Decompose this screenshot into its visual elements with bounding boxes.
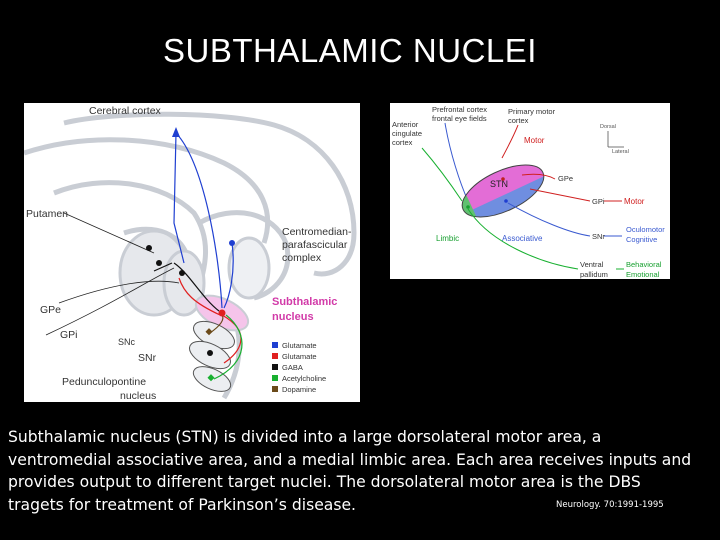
label-cognitive: Cognitive [626,235,657,244]
label-motor-right: Motor [624,197,645,206]
stn-snr-arrow [507,202,591,237]
label-oculomotor: Oculomotor [626,225,665,234]
legend-swatch-gaba [272,364,278,370]
label-anterior-1: Anterior [392,120,419,129]
label-limbic: Limbic [436,234,459,243]
cm-pf-shape [227,236,271,300]
snr-neuron [207,350,213,356]
label-stn-1: Subthalamic [272,296,337,308]
label-motor-top: Motor [524,136,545,145]
motor-cortex-input-arrow [501,124,519,159]
label-gpe-right: GPe [558,174,573,183]
stn-motor-dot [501,177,505,181]
cm-neuron [229,240,235,246]
ppn-neuron [207,374,215,382]
legend-swatch-glutamate-blue [272,342,278,348]
label-ppn-2: nucleus [120,390,156,402]
gpi-pointer [45,267,175,336]
label-snr: SNr [138,352,157,364]
gpe-pointer [58,280,180,304]
label-snc: SNc [118,337,136,347]
stn-gpe-path [178,277,221,316]
label-emotional: Emotional [626,270,660,279]
label-primary-1: Primary motor [508,107,556,116]
cortex-neuron [172,127,180,137]
label-cm-2: parafascicular [282,239,348,251]
cortex-outline [63,111,357,277]
stn-subdivision-diagram: Prefrontal cortex frontal eye fields Pri… [390,103,670,279]
label-gpe: GPe [40,304,61,316]
label-anterior-2: cingulate [392,129,422,138]
legend-label-2: GABA [282,363,303,372]
gpe-neuron [179,270,185,276]
label-cm-3: complex [282,252,322,264]
stn-gpi-arrow [529,188,591,202]
legend-label-0: Glutamate [282,341,317,350]
basal-ganglia-svg: Cerebral cortex Putamen Centromedian- pa… [24,105,357,402]
neurotransmitter-legend: Glutamate Glutamate GABA Acetylcholine D… [272,341,326,394]
label-gpi: GPi [60,329,78,341]
stn-ventral-pallidum-arrow [467,208,579,270]
stn-outline [461,164,545,218]
legend-label-1: Glutamate [282,352,317,361]
snc-neuron [205,328,213,336]
prefrontal-input-arrow [444,122,469,202]
description-text: Subthalamic nucleus (STN) is divided int… [8,428,692,514]
cortex-fold [24,137,271,244]
label-associative: Associative [502,234,543,243]
label-putamen: Putamen [26,208,68,220]
label-ventral-1: Ventral [580,260,604,269]
cortico-stn-path [175,132,223,309]
label-stn: STN [490,179,508,189]
stn-neuron [218,309,226,317]
citation: Neurology. 70:1991-1995 [556,500,664,510]
label-cerebral-cortex: Cerebral cortex [89,105,162,117]
label-ppn-1: Pedunculopontine [62,376,146,388]
label-snr-right: SNr [592,232,605,241]
stn-snr-path [221,314,242,364]
label-prefrontal-2: frontal eye fields [432,114,487,123]
stn-subdivision-svg: Prefrontal cortex frontal eye fields Pri… [392,105,665,279]
legend-label-3: Acetylcholine [282,374,326,383]
orientation-compass: Dorsal Lateral [600,124,629,155]
label-behavioral: Behavioral [626,260,662,269]
stn-gpe-arrow [521,173,556,180]
cortico-putamen-path [173,132,185,264]
basal-ganglia-diagram: Cerebral cortex Putamen Centromedian- pa… [24,103,360,402]
putamen-pointer [63,212,155,254]
putamen-neuron [146,245,152,251]
label-dorsal: Dorsal [600,124,616,130]
legend-swatch-dopamine [272,386,278,392]
putamen-neuron-2 [156,260,162,266]
cm-stn-path [223,242,234,309]
slide-title: SUBTHALAMIC NUCLEI [163,32,537,69]
putamen-gpe-path [153,262,173,272]
ppn-stn-path [213,314,243,380]
legend-label-4: Dopamine [282,385,316,394]
label-stn-2: nucleus [272,311,314,323]
gpe-stn-path [173,262,220,312]
stn-associative-dot [504,199,508,203]
legend-swatch-glutamate-red [272,353,278,359]
label-ventral-2: pallidum [580,270,608,279]
cingulate-input-arrow [421,147,463,202]
label-prefrontal-1: Prefrontal cortex [432,105,487,114]
label-primary-2: cortex [508,116,529,125]
stn-motor-region [454,154,552,228]
label-lateral: Lateral [612,149,629,155]
label-gpi-right: GPi [592,197,605,206]
legend-swatch-acetylcholine [272,375,278,381]
stn-limbic-dot [466,205,470,209]
thalamus-outline [197,210,291,301]
label-cm-1: Centromedian- [282,226,352,238]
label-anterior-3: cortex [392,138,413,147]
